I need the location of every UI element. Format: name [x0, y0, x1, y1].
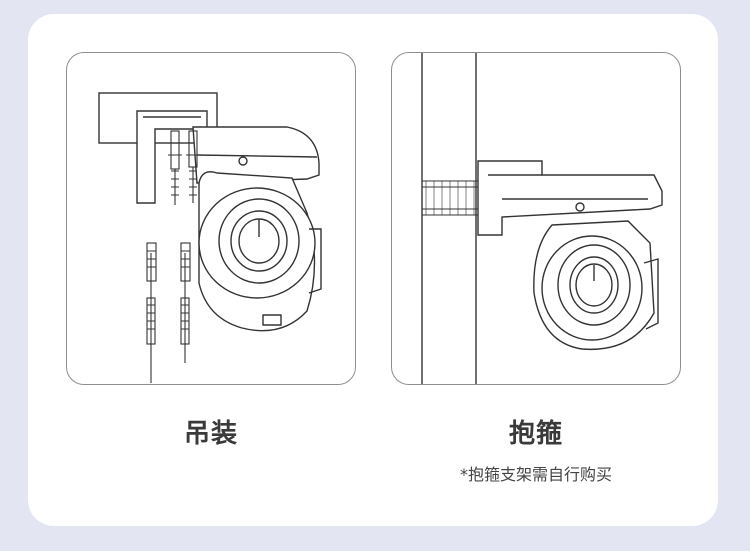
hanging-mount-label: 吊装	[183, 419, 238, 449]
hoop-mount-note: *抱箍支架需自行购买	[459, 465, 612, 484]
hoop-mount-drawing	[421, 53, 663, 384]
hanging-mount-drawing	[98, 92, 322, 383]
hoop-mount-illustration	[391, 52, 681, 385]
hoop-mount-label: 抱箍	[508, 419, 563, 449]
hanging-mount-illustration	[66, 52, 356, 385]
